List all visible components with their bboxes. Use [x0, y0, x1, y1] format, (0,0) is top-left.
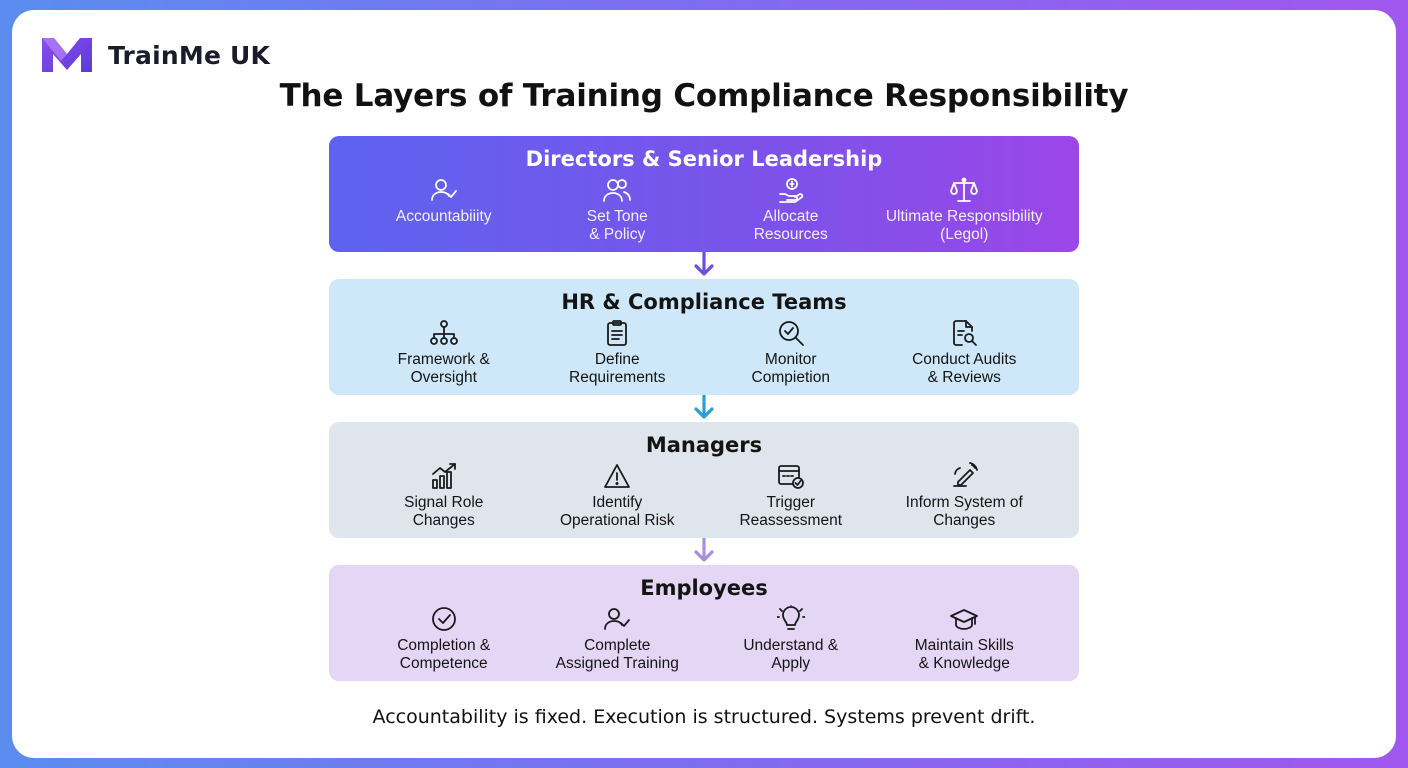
layer-item: Complete Assigned Training — [531, 605, 705, 673]
layer-item: Maintain Skills & Knowledge — [878, 605, 1052, 673]
item-label: Conduct Audits & Reviews — [912, 351, 1017, 386]
layer-item: Accountabiiity — [357, 176, 531, 244]
item-label: Maintain Skills & Knowledge — [914, 637, 1014, 672]
warning-triangle-icon — [604, 464, 631, 488]
tagline: Accountability is fixed. Execution is st… — [372, 706, 1036, 728]
calendar-check-icon — [777, 465, 804, 489]
layer-item: Completion & Competence — [357, 605, 531, 673]
main-card: TrainMe UK The Layers of Training Compli… — [12, 10, 1396, 758]
arrow-down-icon — [694, 252, 714, 276]
brand-name: TrainMe UK — [108, 40, 271, 70]
layer-directors: Directors & Senior Leadership Accountabi… — [329, 136, 1079, 252]
m-logo-icon — [42, 38, 92, 72]
layer-item: Trigger Reassessment — [704, 462, 878, 530]
item-label: Understand & Apply — [743, 637, 839, 672]
item-label: Inform System of Changes — [905, 494, 1023, 529]
document-search-icon — [953, 320, 978, 346]
item-label: Trigger Reassessment — [739, 494, 842, 529]
bar-chart-up-icon — [431, 463, 456, 489]
brand: TrainMe UK — [40, 34, 270, 76]
layer-item: Ultimate Responsibility (Legol) — [878, 176, 1052, 244]
arrow-down-icon — [694, 538, 714, 562]
item-label: Completion & Competence — [397, 637, 491, 672]
item-label: Allocate Resources — [753, 208, 828, 243]
layer-item: Identify Operational Risk — [531, 462, 705, 530]
arrow-down-icon — [694, 395, 714, 419]
item-label: Complete Assigned Training — [555, 637, 679, 672]
layer-item: Allocate Resources — [704, 176, 878, 244]
item-label: Ultimate Responsibility (Legol) — [885, 208, 1043, 243]
layer-item: Framework & Oversight — [357, 319, 531, 387]
item-label: Define Requirements — [569, 351, 666, 386]
hierarchy-icon — [429, 320, 458, 345]
item-label: Identify Operational Risk — [559, 494, 675, 529]
user-check-icon — [604, 608, 631, 630]
layer-hr-compliance: HR & Compliance Teams Framework & Oversi… — [329, 279, 1079, 395]
lightbulb-icon — [776, 605, 805, 630]
item-label: Accountabiiity — [395, 208, 492, 225]
layer-item: Conduct Audits & Reviews — [878, 319, 1052, 387]
layer-managers: Managers Signal Role Changes Identify Op… — [329, 422, 1079, 538]
layer-title: Directors & Senior Leadership — [525, 147, 883, 171]
item-label: Framework & Oversight — [397, 351, 490, 386]
layer-title: HR & Compliance Teams — [561, 290, 847, 314]
layer-title: Managers — [645, 433, 763, 457]
page-title: The Layers of Training Compliance Respon… — [279, 78, 1129, 114]
layer-item: Define Requirements — [531, 319, 705, 387]
graduation-cap-icon — [950, 609, 979, 630]
search-check-icon — [778, 321, 804, 346]
users-icon — [603, 179, 632, 202]
user-check-icon — [430, 179, 457, 201]
layer-item: Set Tone & Policy — [531, 176, 705, 244]
layer-employees: Employees Completion & Competence Comple… — [329, 565, 1079, 681]
item-label: Signal Role Changes — [404, 494, 484, 529]
item-label: Set Tone & Policy — [586, 208, 648, 243]
hand-coin-icon — [778, 178, 803, 203]
clipboard-icon — [607, 320, 628, 346]
layer-title: Employees — [640, 576, 768, 600]
layer-item: Monitor Compietion — [704, 319, 878, 387]
item-label: Monitor Compietion — [751, 351, 830, 386]
edit-signal-icon — [953, 462, 979, 487]
layer-item: Signal Role Changes — [357, 462, 531, 530]
check-circle-icon — [431, 607, 456, 631]
layer-item: Understand & Apply — [704, 605, 878, 673]
scales-icon — [950, 177, 979, 202]
layer-item: Inform System of Changes — [878, 462, 1052, 530]
